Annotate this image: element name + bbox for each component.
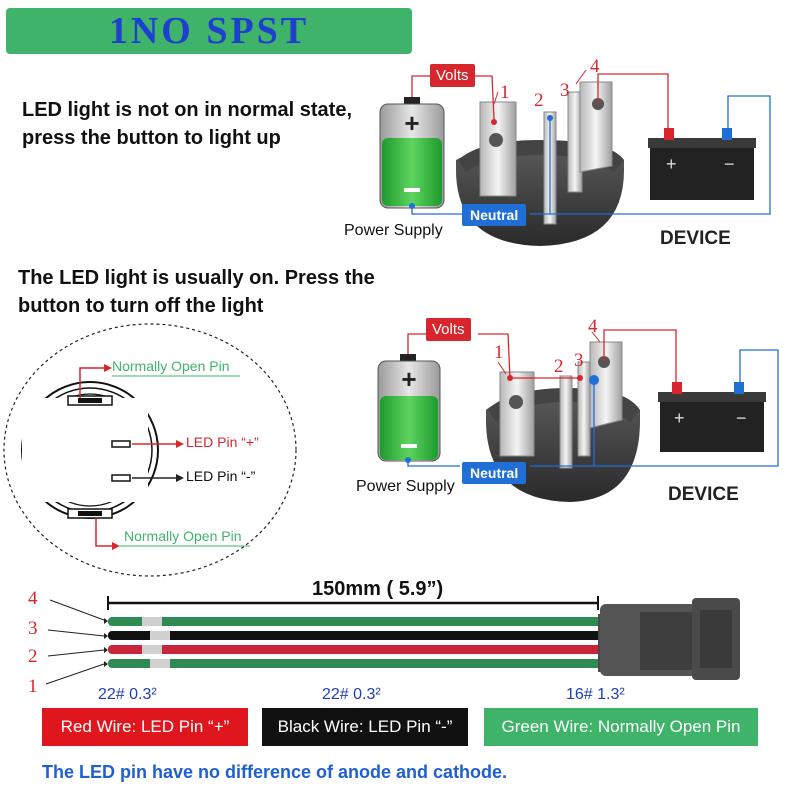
section2-pin1: 1 xyxy=(494,342,504,363)
svg-text:+: + xyxy=(666,154,677,174)
title-banner: 1NO SPST xyxy=(6,8,412,54)
footnote: The LED pin have no difference of anode … xyxy=(42,762,508,782)
legend-black-wire-text: Black Wire: LED Pin “-” xyxy=(277,717,453,736)
wire-number-2: 2 xyxy=(28,646,38,667)
section2-device-label: DEVICE xyxy=(668,484,739,505)
svg-text:+: + xyxy=(674,408,685,428)
section1-description-line2: press the button to light up xyxy=(22,127,281,149)
cable-diagram xyxy=(45,596,740,685)
wire-number-4: 4 xyxy=(28,588,38,609)
wire-size-black: 22# 0.3² xyxy=(322,686,381,703)
section1-diagram: + + − xyxy=(379,69,771,246)
section2-device-battery: + − xyxy=(658,382,766,452)
section1-battery: + xyxy=(379,97,445,209)
legend-red-wire: Red Wire: LED Pin “+” xyxy=(42,708,248,746)
section1-pin3: 3 xyxy=(560,80,570,101)
pinout-led-minus: LED Pin “-” xyxy=(186,468,256,484)
cable-length-label: 150mm ( 5.9”) xyxy=(312,578,444,600)
section1-volts-label: Volts xyxy=(430,64,475,87)
section2-pin3: 3 xyxy=(574,350,584,371)
section1-device-battery: + − xyxy=(648,128,756,200)
wire-size-red: 22# 0.3² xyxy=(98,686,157,703)
section1-power-supply-label: Power Supply xyxy=(344,222,443,239)
legend-red-wire-text: Red Wire: LED Pin “+” xyxy=(60,717,230,736)
svg-text:+: + xyxy=(401,364,416,394)
legend-green-wire: Green Wire: Normally Open Pin xyxy=(484,708,758,746)
section1-description: LED light is not on in normal state, pre… xyxy=(22,96,362,152)
section2-pin4: 4 xyxy=(588,316,598,337)
pinout-normally-open-top: Normally Open Pin xyxy=(112,358,230,374)
legend-black-wire: Black Wire: LED Pin “-” xyxy=(262,708,468,746)
section1-pin1: 1 xyxy=(500,82,510,103)
section2-description-line1: The LED light is usually on. Press the xyxy=(18,267,375,289)
section1-pin2: 2 xyxy=(534,90,544,111)
section2-battery: + xyxy=(377,354,441,462)
legend-green-wire-text: Green Wire: Normally Open Pin xyxy=(501,717,741,736)
section2-power-supply-label: Power Supply xyxy=(356,478,455,495)
pinout-normally-open-bottom: Normally Open Pin xyxy=(124,528,242,544)
section2-volts-label: Volts xyxy=(426,318,471,341)
svg-text:+: + xyxy=(404,108,419,138)
section2-pin2: 2 xyxy=(554,356,564,377)
pinout-led-plus: LED Pin “+” xyxy=(186,434,259,450)
svg-text:−: − xyxy=(724,154,735,174)
section2-neutral-label: Neutral xyxy=(462,462,527,484)
section1-pin4: 4 xyxy=(590,56,600,77)
wire-number-3: 3 xyxy=(28,618,38,639)
section2-description: The LED light is usually on. Press the b… xyxy=(18,264,378,320)
wire-number-1: 1 xyxy=(28,676,38,697)
section2-description-line2: button to turn off the light xyxy=(18,295,264,317)
section1-device-label: DEVICE xyxy=(660,228,731,249)
svg-text:−: − xyxy=(736,408,747,428)
wire-size-green: 16# 1.3² xyxy=(566,686,625,703)
pinout-diagram xyxy=(3,323,297,577)
section1-neutral-label: Neutral xyxy=(462,204,527,226)
section1-description-line1: LED light is not on in normal state, xyxy=(22,99,353,121)
page-title: 1NO SPST xyxy=(108,10,310,52)
